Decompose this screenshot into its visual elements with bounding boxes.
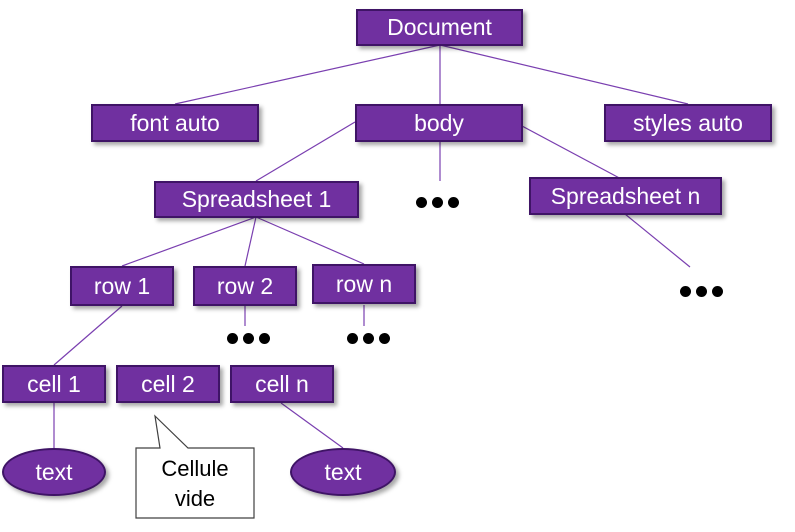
node-row-1-label: row 1 xyxy=(93,272,151,299)
node-document-label: Document xyxy=(387,14,492,40)
node-row-n-label: row n xyxy=(335,270,393,297)
node-spreadsheet-1: Spreadsheet 1 xyxy=(154,181,359,218)
node-cell-1: cell 1 xyxy=(2,365,106,403)
callout-line-2: vide xyxy=(174,486,216,511)
node-cell-n-label: cell n xyxy=(255,370,309,397)
node-row-n: row n xyxy=(312,264,416,304)
callout-empty-cell: Cellule vide xyxy=(136,454,254,514)
node-document: Document xyxy=(356,9,523,46)
node-text-1-label: text xyxy=(35,458,73,485)
node-font-auto-label: font auto xyxy=(130,109,220,136)
node-cell-2: cell 2 xyxy=(116,365,220,403)
ellipsis-spreadsheet-n xyxy=(680,286,723,297)
node-styles-auto-label: styles auto xyxy=(633,109,743,136)
node-text-n: text xyxy=(290,448,396,496)
node-row-1: row 1 xyxy=(70,266,174,306)
node-spreadsheet-1-label: Spreadsheet 1 xyxy=(181,186,332,212)
node-body: body xyxy=(355,104,523,142)
node-spreadsheet-n: Spreadsheet n xyxy=(529,177,722,215)
node-styles-auto: styles auto xyxy=(604,104,772,142)
node-cell-1-label: cell 1 xyxy=(27,370,81,397)
node-text-n-label: text xyxy=(324,458,362,485)
node-body-label: body xyxy=(414,109,464,136)
ellipsis-body xyxy=(416,197,459,208)
ellipsis-row-n xyxy=(347,333,390,344)
node-text-1: text xyxy=(2,448,106,496)
callout-shape xyxy=(135,414,255,519)
node-cell-2-label: cell 2 xyxy=(141,370,195,397)
node-font-auto: font auto xyxy=(91,104,259,142)
ellipsis-row-2 xyxy=(227,333,270,344)
node-cell-n: cell n xyxy=(230,365,334,403)
node-row-2-label: row 2 xyxy=(216,272,274,299)
node-spreadsheet-n-label: Spreadsheet n xyxy=(550,182,701,209)
node-row-2: row 2 xyxy=(193,266,297,306)
callout-line-1: Cellule xyxy=(161,456,229,481)
